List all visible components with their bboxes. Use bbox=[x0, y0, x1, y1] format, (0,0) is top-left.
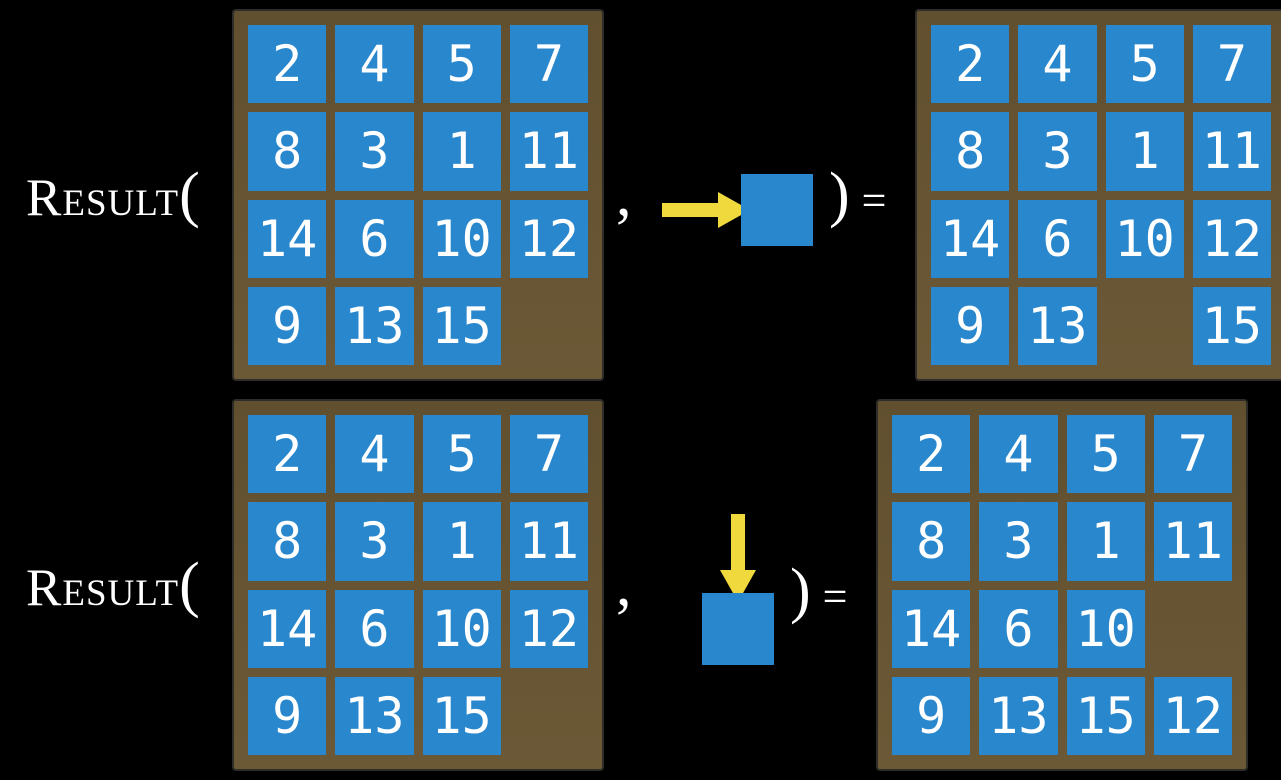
tile-12: 12 bbox=[1192, 199, 1271, 278]
open-paren: ( bbox=[179, 161, 200, 229]
blank-cell bbox=[1154, 590, 1232, 668]
tile-6: 6 bbox=[979, 589, 1058, 668]
tile-1: 1 bbox=[422, 502, 501, 581]
equals-sign: = bbox=[822, 572, 848, 621]
tile-5: 5 bbox=[1066, 415, 1145, 494]
tile-11: 11 bbox=[1192, 112, 1271, 191]
tile-15: 15 bbox=[422, 286, 501, 365]
move-down-indicator bbox=[702, 513, 774, 665]
tile-8: 8 bbox=[248, 112, 327, 191]
tile-14: 14 bbox=[892, 589, 971, 668]
tile-5: 5 bbox=[422, 415, 501, 494]
tile-4: 4 bbox=[335, 25, 414, 104]
tile-13: 13 bbox=[335, 286, 414, 365]
tile-3: 3 bbox=[335, 112, 414, 191]
tile-10: 10 bbox=[422, 199, 501, 278]
argument-separator: , bbox=[616, 161, 632, 229]
closing-equals: )= bbox=[790, 560, 860, 622]
tile-12: 12 bbox=[1153, 676, 1232, 755]
tile-11: 11 bbox=[1153, 502, 1232, 581]
moving-tile bbox=[702, 592, 774, 665]
tile-4: 4 bbox=[979, 415, 1058, 494]
tile-2: 2 bbox=[931, 25, 1010, 104]
tile-13: 13 bbox=[1018, 286, 1097, 365]
tile-12: 12 bbox=[509, 589, 588, 668]
blank-cell bbox=[510, 677, 588, 755]
blank-cell bbox=[510, 287, 588, 365]
tile-7: 7 bbox=[1192, 25, 1271, 104]
tile-14: 14 bbox=[931, 199, 1010, 278]
tile-9: 9 bbox=[892, 676, 971, 755]
close-paren: ) bbox=[790, 557, 811, 625]
tile-10: 10 bbox=[1105, 199, 1184, 278]
right-arrow-icon bbox=[662, 192, 750, 228]
move-right-indicator bbox=[662, 174, 813, 246]
tile-6: 6 bbox=[1018, 199, 1097, 278]
tile-2: 2 bbox=[248, 415, 327, 494]
result-function-label: Result( bbox=[26, 164, 222, 226]
tile-5: 5 bbox=[1105, 25, 1184, 104]
tile-15: 15 bbox=[1192, 286, 1271, 365]
tile-3: 3 bbox=[979, 502, 1058, 581]
tile-7: 7 bbox=[509, 25, 588, 104]
tile-2: 2 bbox=[248, 25, 327, 104]
tile-13: 13 bbox=[335, 676, 414, 755]
tile-5: 5 bbox=[422, 25, 501, 104]
tile-15: 15 bbox=[422, 676, 501, 755]
blank-cell bbox=[1106, 287, 1184, 365]
tile-14: 14 bbox=[248, 589, 327, 668]
tile-3: 3 bbox=[335, 502, 414, 581]
tile-1: 1 bbox=[422, 112, 501, 191]
tile-12: 12 bbox=[509, 199, 588, 278]
tile-13: 13 bbox=[979, 676, 1058, 755]
tile-6: 6 bbox=[335, 199, 414, 278]
tile-14: 14 bbox=[248, 199, 327, 278]
tile-7: 7 bbox=[509, 415, 588, 494]
open-paren: ( bbox=[179, 551, 200, 619]
tile-11: 11 bbox=[509, 502, 588, 581]
tile-6: 6 bbox=[335, 589, 414, 668]
tile-4: 4 bbox=[335, 415, 414, 494]
result-function-label: Result( bbox=[26, 554, 222, 616]
function-name: Result bbox=[26, 559, 180, 617]
tile-3: 3 bbox=[1018, 112, 1097, 191]
function-name: Result bbox=[26, 169, 180, 227]
tile-1: 1 bbox=[1066, 502, 1145, 581]
tile-7: 7 bbox=[1153, 415, 1232, 494]
tile-1: 1 bbox=[1105, 112, 1184, 191]
tile-8: 8 bbox=[892, 502, 971, 581]
tile-15: 15 bbox=[1066, 676, 1145, 755]
tile-9: 9 bbox=[931, 286, 1010, 365]
closing-equals: )= bbox=[829, 164, 899, 226]
tile-11: 11 bbox=[509, 112, 588, 191]
tile-4: 4 bbox=[1018, 25, 1097, 104]
equals-sign: = bbox=[861, 176, 887, 225]
argument-separator: , bbox=[616, 551, 632, 619]
tile-8: 8 bbox=[931, 112, 1010, 191]
tile-8: 8 bbox=[248, 502, 327, 581]
moving-tile bbox=[741, 174, 813, 246]
down-arrow-icon bbox=[720, 513, 756, 602]
tile-9: 9 bbox=[248, 676, 327, 755]
tile-2: 2 bbox=[892, 415, 971, 494]
tile-9: 9 bbox=[248, 286, 327, 365]
tile-10: 10 bbox=[1066, 589, 1145, 668]
close-paren: ) bbox=[829, 161, 850, 229]
tile-10: 10 bbox=[422, 589, 501, 668]
